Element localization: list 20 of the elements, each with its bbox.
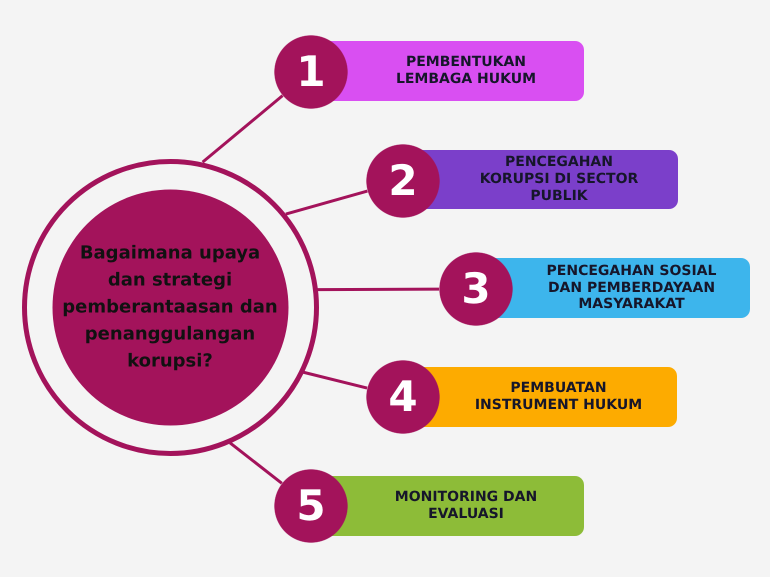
step-banner (440, 367, 677, 427)
step-label: PENCEGAHAN KORUPSI DI SECTOR PUBLIK (478, 154, 640, 205)
step-label: PENCEGAHAN SOSIAL DAN PEMBERDAYAAN MASYARAKAT (546, 262, 718, 314)
step-label: PEMBENTUKAN LEMBAGA HUKUM (394, 54, 538, 88)
step-label: MONITORING DAN EVALUASI (394, 489, 538, 523)
connector-line (317, 288, 440, 292)
step-number: 5 (296, 485, 326, 527)
connector-line (285, 190, 368, 216)
step-number: 2 (388, 160, 418, 202)
step-banner (513, 258, 750, 318)
step-number: 1 (296, 51, 326, 93)
step-label: PEMBUATAN INSTRUMENT HUKUM (474, 380, 644, 414)
step-banner (440, 150, 678, 209)
central-circle (22, 158, 318, 456)
step-number: 3 (461, 268, 491, 310)
step-number: 4 (388, 376, 418, 418)
connector-line (303, 370, 368, 390)
step-banner (348, 476, 584, 536)
question-text: Bagaimana upaya dan strategi pemberantaasan dan penanggulangan korupsi? (61, 242, 279, 374)
step-banner (348, 41, 584, 101)
